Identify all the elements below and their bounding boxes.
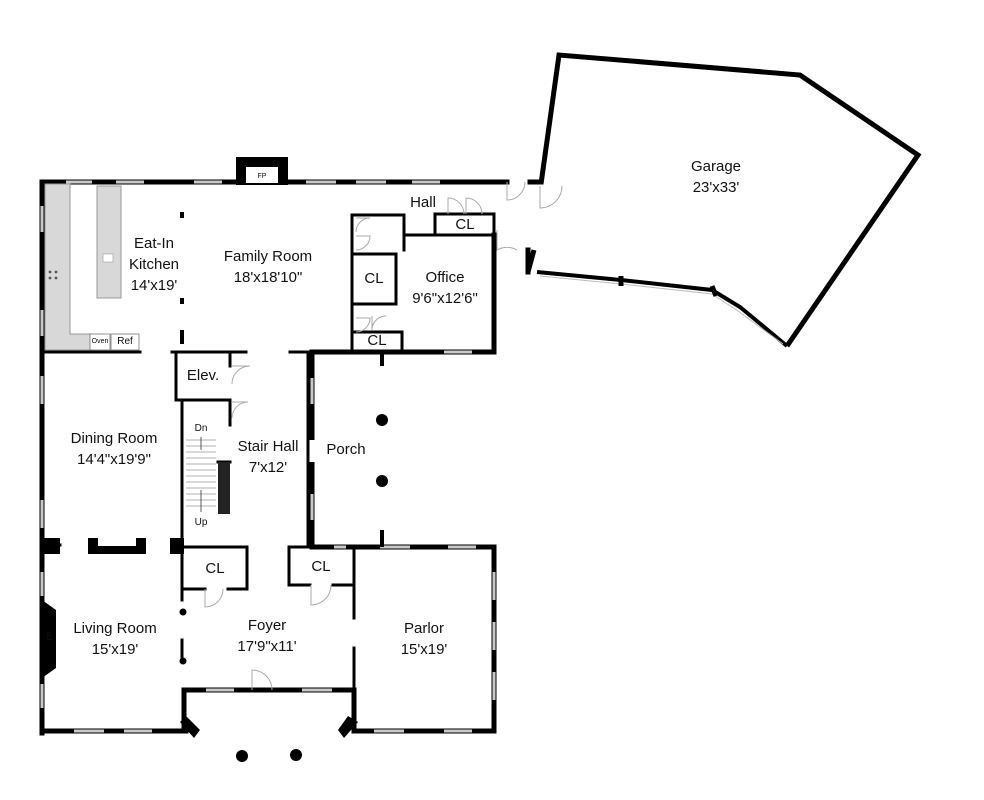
fireplace-label-top: FP <box>257 173 267 180</box>
kitchen-counters <box>44 183 140 351</box>
closet-label-foyer-left: CL <box>205 560 225 577</box>
garage-outline <box>525 52 922 348</box>
oven-label: Oven <box>91 338 109 345</box>
living-room-name: Living Room <box>73 620 157 637</box>
hall-name: Hall <box>410 194 436 211</box>
parlor-label: Parlor 15'x19' <box>386 618 462 660</box>
elevator-name: Elev. <box>186 367 220 384</box>
kitchen-name-line1: Eat-In <box>133 235 175 252</box>
garage-name: Garage <box>690 158 742 175</box>
interior-walls <box>40 212 496 692</box>
parlor-name: Parlor <box>403 620 444 637</box>
stair-hall-name: Stair Hall <box>237 438 299 455</box>
stair-hall-label: Stair Hall 7'x12' <box>230 436 306 478</box>
garage-label: Garage 23'x33' <box>666 156 766 198</box>
refrigerator-label: Ref <box>117 336 133 347</box>
porch-label: Porch <box>320 439 372 460</box>
stairs-down-label: Dn <box>194 423 208 434</box>
parlor-size: 15'x19' <box>400 641 448 658</box>
dining-room-name: Dining Room <box>70 430 158 447</box>
closet-label-foyer-right: CL <box>311 558 331 575</box>
wall-posts <box>180 212 384 547</box>
closet-label-office-bottom: CL <box>367 332 387 349</box>
door-swings <box>204 181 563 691</box>
garage-size: 23'x33' <box>692 179 740 196</box>
fireplace-label-living: FP <box>47 631 54 641</box>
elevator-label: Elev. <box>178 365 228 386</box>
family-room-label: Family Room 18'x18'10" <box>208 246 328 288</box>
stairs-up-label: Up <box>194 517 208 528</box>
stair-hall-size: 7'x12' <box>248 459 288 476</box>
office-label: Office 9'6"x12'6" <box>400 267 490 309</box>
living-room-size: 15'x19' <box>91 641 139 658</box>
living-fireplace <box>42 600 56 678</box>
office-name: Office <box>425 269 465 286</box>
kitchen-size: 14'x19' <box>130 277 178 294</box>
foyer-size: 17'9"x11' <box>237 638 297 655</box>
closet-label-hall: CL <box>455 216 475 233</box>
foyer-label: Foyer 17'9"x11' <box>222 615 312 657</box>
office-size: 9'6"x12'6" <box>412 290 478 307</box>
staircase <box>186 437 216 512</box>
windows <box>40 180 496 733</box>
columns <box>179 414 388 762</box>
family-room-name: Family Room <box>223 248 313 265</box>
kitchen-name-line2: Kitchen <box>128 256 180 273</box>
dining-room-size: 14'4"x19'9" <box>77 451 151 468</box>
foyer-name: Foyer <box>247 617 287 634</box>
living-room-label: Living Room 15'x19' <box>60 618 170 660</box>
porch-name: Porch <box>326 441 366 458</box>
dining-room-label: Dining Room 14'4"x19'9" <box>58 428 170 470</box>
family-room-size: 18'x18'10" <box>233 269 303 286</box>
stair-banister <box>218 462 230 514</box>
kitchen-label: Eat-In Kitchen 14'x19' <box>114 233 194 296</box>
closet-label-office: CL <box>364 270 384 287</box>
hall-label: Hall <box>398 192 448 213</box>
